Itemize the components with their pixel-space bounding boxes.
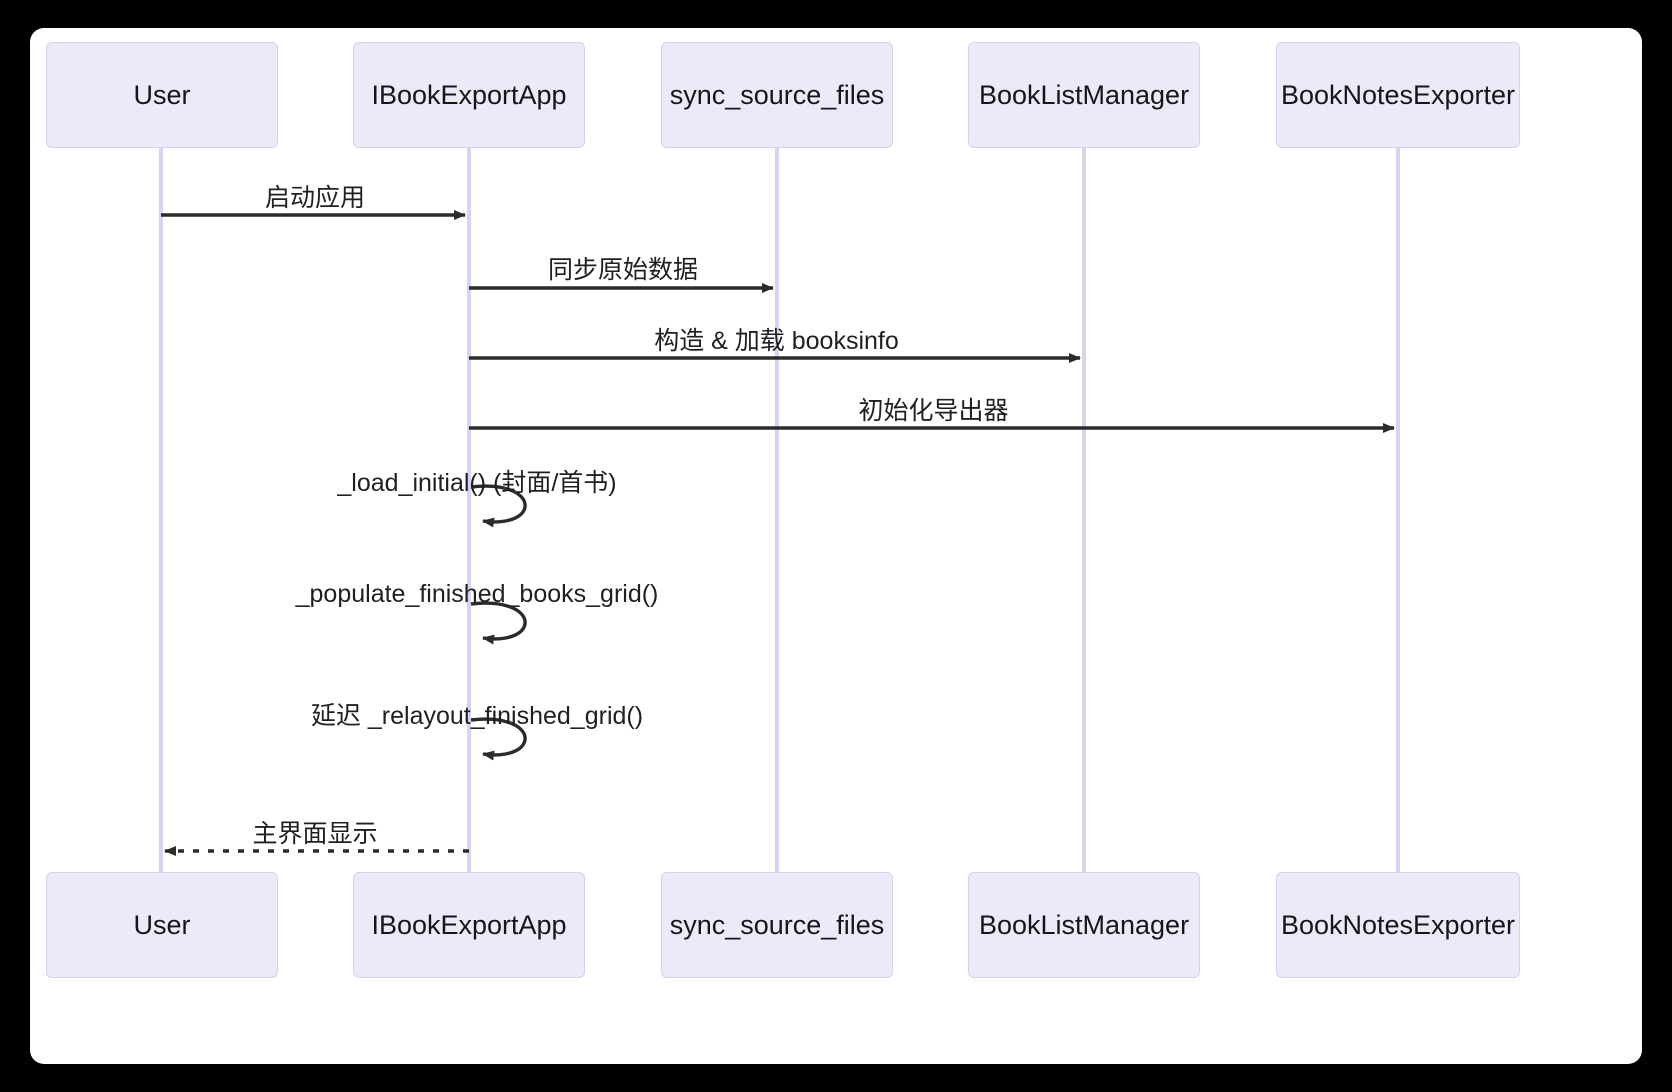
message-label-2: 同步原始数据 [547,256,699,284]
participant-label-booknotesexporter: BookNotesExporter [1280,909,1516,940]
participant-label-booknotesexporter: BookNotesExporter [1280,79,1516,110]
participant-label-ibookexportapp: IBookExportApp [371,909,567,940]
participant-box-ibookexportapp-bottom[interactable]: IBookExportApp [353,872,585,978]
lifelines-group [159,148,1400,872]
participant-box-booknotesexporter-top[interactable]: BookNotesExporter [1276,42,1520,148]
participant-box-booknotesexporter-bottom[interactable]: BookNotesExporter [1276,872,1520,978]
message-label-5: _load_initial() (封面/首书) [337,469,617,497]
participant-box-user-bottom[interactable]: User [46,872,278,978]
participant-label-booklistmanager: BookListManager [978,79,1190,110]
participant-label-booklistmanager: BookListManager [978,909,1190,940]
participant-label-sync_source_files: sync_source_files [669,909,885,940]
message-label-7: 延迟 _relayout_finished_grid() [310,702,644,730]
participant-box-booklistmanager-top[interactable]: BookListManager [968,42,1200,148]
message-self-loop-7 [470,717,527,761]
message-self-loop-6 [470,601,527,645]
participant-label-ibookexportapp: IBookExportApp [371,79,567,110]
participant-box-sync_source_files-bottom[interactable]: sync_source_files [661,872,893,978]
message-label-8: 主界面显示 [252,820,378,848]
participant-label-sync_source_files: sync_source_files [669,79,885,110]
sequence-diagram-svg [159,148,1400,872]
participant-box-booklistmanager-bottom[interactable]: BookListManager [968,872,1200,978]
participant-label-user: User [133,79,191,110]
participant-box-ibookexportapp-top[interactable]: IBookExportApp [353,42,585,148]
participant-box-user-top[interactable]: User [46,42,278,148]
message-label-4: 初始化导出器 [858,397,1009,425]
message-label-1: 启动应用 [264,184,366,212]
message-self-loop-5 [470,484,527,528]
message-label-3: 构造 & 加载 booksinfo [654,327,899,355]
messages-group [161,210,1395,856]
participant-box-sync_source_files-top[interactable]: sync_source_files [661,42,893,148]
participant-label-user: User [133,909,191,940]
message-label-6: _populate_finished_books_grid() [295,580,659,608]
